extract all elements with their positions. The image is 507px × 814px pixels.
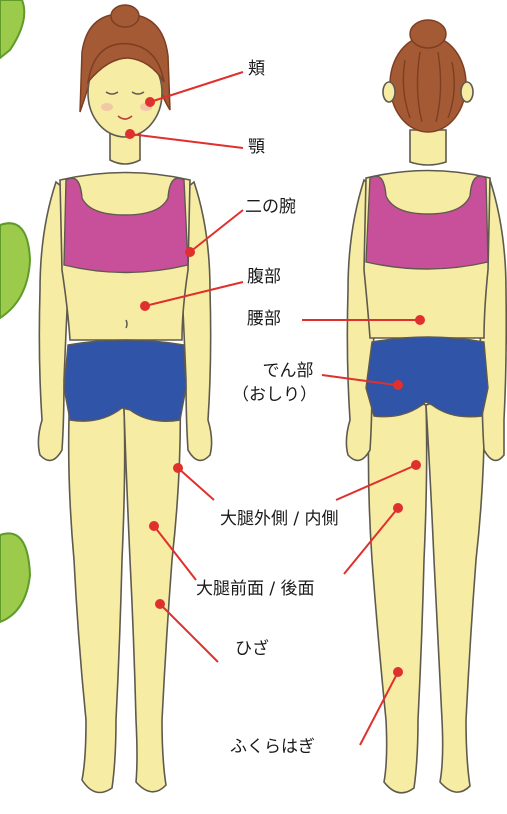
leader-line-thigh-side-front [178, 468, 214, 500]
back-left-leg [368, 388, 426, 793]
leader-line-knee [160, 604, 218, 662]
front-left-leg [69, 390, 125, 793]
marker-thigh-side-front [173, 463, 183, 473]
marker-thigh-side-back [411, 460, 421, 470]
leaf-decoration-bottom [0, 533, 30, 622]
marker-chin [125, 129, 135, 139]
front-right-leg [124, 390, 180, 792]
back-figure [346, 20, 506, 793]
marker-upper-arm [185, 247, 195, 257]
label-lower-back: 腰部 [247, 309, 281, 329]
marker-thigh-front [149, 521, 159, 531]
label-calf: ふくらはぎ [230, 737, 315, 757]
marker-thigh-back [393, 503, 403, 513]
label-knee: ひざ [235, 639, 269, 659]
front-shorts [64, 340, 186, 421]
label-thigh-side: 大腿外側 / 内側 [220, 509, 339, 529]
label-buttocks-line1: でん部 [258, 361, 318, 381]
marker-lower-back [415, 315, 425, 325]
marker-knee [155, 599, 165, 609]
front-figure [38, 5, 211, 793]
marker-calf [393, 667, 403, 677]
marker-cheek [145, 97, 155, 107]
back-right-leg [426, 388, 484, 792]
leader-line-chin [130, 134, 243, 148]
marker-abdomen [140, 301, 150, 311]
label-buttocks: でん部 [258, 361, 318, 381]
leaf-decoration-top [0, 0, 24, 58]
label-upper-arm: 二の腕 [245, 197, 296, 217]
leaf-decoration-middle [0, 223, 30, 318]
label-buttocks-line2: （おしり） [232, 385, 317, 405]
label-cheek: 頬 [248, 59, 265, 79]
label-thigh-front-back: 大腿前面 / 後面 [196, 579, 315, 599]
label-abdomen: 腹部 [247, 267, 281, 287]
marker-buttocks [393, 380, 403, 390]
label-chin: 顎 [248, 137, 265, 157]
